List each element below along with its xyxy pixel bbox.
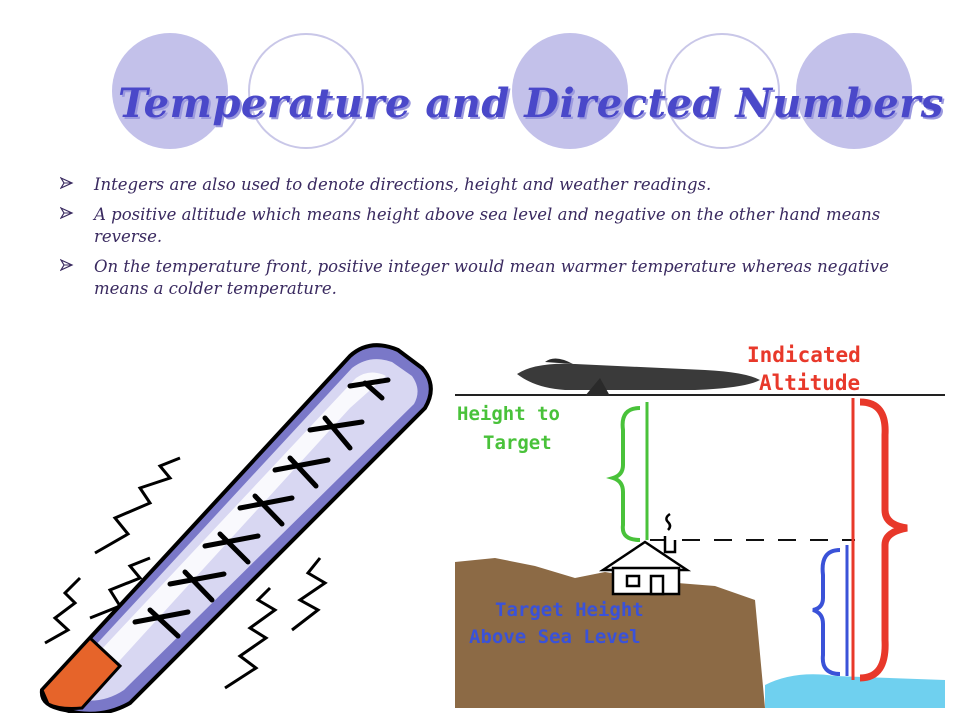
target-height-label-2: Above Sea Level xyxy=(469,626,641,648)
thermometer-ticks xyxy=(132,377,391,639)
decorative-circle xyxy=(248,33,364,149)
decorative-circle xyxy=(796,33,912,149)
arrowhead-bullet-icon xyxy=(60,206,74,220)
bullet-list: Integers are also used to denote directi… xyxy=(60,174,900,308)
decorative-circle xyxy=(664,33,780,149)
bullet-item: On the temperature front, positive integ… xyxy=(60,256,900,300)
indicated-altitude-label-1: Indicated xyxy=(747,343,861,367)
house-icon xyxy=(598,512,692,596)
slide-title: Temperature and Directed Numbers xyxy=(118,80,944,127)
bullet-text: On the temperature front, positive integ… xyxy=(94,257,889,298)
arrowhead-bullet-icon xyxy=(60,258,74,272)
altitude-diagram: Indicated Altitude Height to Target Targ… xyxy=(455,343,945,708)
bullet-text: A positive altitude which means height a… xyxy=(94,205,881,246)
indicated-altitude-label-2: Altitude xyxy=(759,371,860,395)
ground-area xyxy=(455,558,765,708)
thermometer-illustration xyxy=(39,343,433,713)
airplane-icon xyxy=(517,358,760,396)
height-to-target-label-1: Height to xyxy=(457,403,560,425)
decorative-circle xyxy=(512,33,628,149)
target-height-label-1: Target Height xyxy=(495,599,644,621)
height-to-target-label-2: Target xyxy=(483,432,552,454)
arrowhead-bullet-icon xyxy=(60,176,74,190)
water-area xyxy=(765,674,945,708)
bullet-item: Integers are also used to denote directi… xyxy=(60,174,900,196)
decorative-circle xyxy=(112,33,228,149)
bullet-text: Integers are also used to denote directi… xyxy=(94,175,712,194)
bullet-item: A positive altitude which means height a… xyxy=(60,204,900,248)
